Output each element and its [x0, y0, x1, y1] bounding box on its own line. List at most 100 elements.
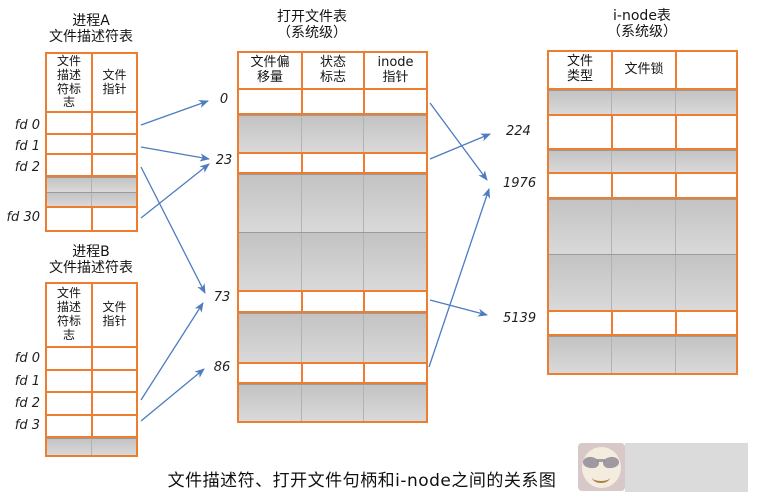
- cell: [239, 90, 301, 113]
- cell: [239, 233, 301, 290]
- cell: [363, 233, 426, 290]
- process-b-title-line2: 文件描述符表: [49, 260, 133, 276]
- cell: [47, 393, 91, 414]
- process-b-table: 文件描述符标志 文件指针: [45, 282, 138, 457]
- inode-header-row: 文件类型 文件锁: [549, 52, 736, 90]
- process-a-row-fd0: [47, 113, 136, 135]
- inode-table: 文件类型 文件锁: [547, 50, 738, 375]
- open-file-row-0-label: 0: [219, 92, 229, 107]
- process-b-fd2-label: fd 2: [14, 396, 40, 411]
- process-a-fd30-label: fd 30: [6, 210, 40, 225]
- open-file-table: 文件偏移量 状态标志 inode指针: [237, 51, 428, 423]
- cell: [239, 116, 301, 152]
- cell: [675, 200, 736, 254]
- inode-table-title: i-node表 （系统级）: [572, 8, 712, 40]
- open-file-table-title-line1: 打开文件表: [277, 9, 347, 25]
- cell: [239, 385, 301, 421]
- cell: [301, 385, 363, 421]
- open-file-row-73: [239, 290, 426, 313]
- watermark-banner: [625, 443, 748, 492]
- inode-col-header-file-lock: 文件锁: [611, 52, 675, 88]
- inode-row-1976: [549, 172, 736, 199]
- cell: [549, 337, 611, 373]
- process-a-filler-row: [47, 177, 136, 192]
- diagram-caption: 文件描述符、打开文件句柄和i-node之间的关系图: [167, 471, 557, 491]
- open-file-table-title-line2: （系统级）: [277, 25, 347, 41]
- process-a-row-fd2: [47, 155, 136, 177]
- process-b-fd1-label: fd 1: [14, 374, 40, 389]
- process-a-fd1-label: fd 1: [14, 139, 40, 154]
- process-b-col-header-pointer: 文件指针: [91, 284, 136, 346]
- cell: [611, 174, 675, 197]
- cell: [301, 314, 363, 362]
- process-a-fd0-label: fd 0: [14, 118, 40, 133]
- cell: [611, 255, 675, 310]
- cell: [91, 193, 136, 206]
- cell: [549, 116, 611, 148]
- cell: [91, 155, 136, 175]
- open-file-row-73-label: 73: [213, 290, 231, 305]
- cell: [47, 135, 91, 153]
- arrow-open-86-to-inode-1976: [428, 188, 491, 368]
- cell: [549, 255, 611, 310]
- process-b-fd3-label: fd 3: [14, 418, 40, 433]
- cell: [47, 155, 91, 175]
- cell: [611, 151, 675, 172]
- cell: [301, 90, 363, 113]
- cell: [47, 348, 91, 369]
- cell: [301, 292, 363, 311]
- inode-row-224-label: 224: [506, 124, 531, 139]
- arrow-open-0-to-inode-1976: [429, 102, 488, 181]
- open-file-col-header-offset: 文件偏移量: [250, 54, 290, 85]
- cell: [301, 364, 363, 382]
- open-file-filler-row: [239, 115, 426, 152]
- cell: [611, 116, 675, 148]
- watermark-monkey-logo: [578, 443, 625, 491]
- cell: [363, 314, 426, 362]
- process-b-title: 进程B 文件描述符表: [21, 244, 161, 276]
- cell: [675, 312, 736, 334]
- cell: [239, 154, 301, 172]
- arrow-a-fd30-to-open-23: [140, 163, 210, 219]
- arrow-a-fd1-to-open-23: [140, 146, 210, 162]
- cell: [301, 233, 363, 290]
- cell: [91, 178, 136, 192]
- arrow-open-23-to-inode-224: [429, 133, 491, 160]
- process-b-filler-row: [47, 438, 136, 455]
- arrow-open-73-to-inode-5139: [429, 299, 488, 317]
- cell: [549, 151, 611, 172]
- open-file-filler-row: [239, 174, 426, 232]
- process-b-col-header-flags: 文件描述符标志: [56, 286, 81, 342]
- cell: [47, 416, 91, 436]
- cell: [675, 91, 736, 114]
- cell: [301, 154, 363, 172]
- open-file-col-header-inode-ptr: inode指针: [363, 53, 426, 88]
- process-a-title-line2: 文件描述符表: [49, 29, 133, 45]
- cell: [47, 113, 91, 133]
- cell: [549, 91, 611, 114]
- cell: [47, 178, 91, 192]
- cell: [91, 208, 136, 230]
- open-file-col-header-status: 状态标志: [301, 53, 363, 88]
- cell: [675, 116, 736, 148]
- cell: [239, 292, 301, 311]
- process-b-header-row: 文件描述符标志 文件指针: [47, 284, 136, 348]
- cell: [91, 393, 136, 414]
- process-a-title-line1: 进程A: [72, 13, 110, 29]
- process-a-col-header-pointer: 文件指针: [91, 54, 136, 111]
- inode-filler-row: [549, 336, 736, 373]
- process-b-fd0-label: fd 0: [14, 351, 40, 366]
- arrow-b-fd3-to-open-86: [140, 368, 205, 422]
- arrow-b-fd2-to-open-73: [140, 302, 204, 401]
- open-file-row-0: [239, 90, 426, 115]
- cell: [91, 135, 136, 153]
- cell: [549, 200, 611, 254]
- cell: [611, 91, 675, 114]
- cell: [47, 371, 91, 391]
- process-a-filler-row: [47, 192, 136, 206]
- cell: [363, 292, 426, 311]
- cell: [675, 337, 736, 373]
- inode-table-title-line2: （系统级）: [607, 24, 677, 40]
- cell: [363, 116, 426, 152]
